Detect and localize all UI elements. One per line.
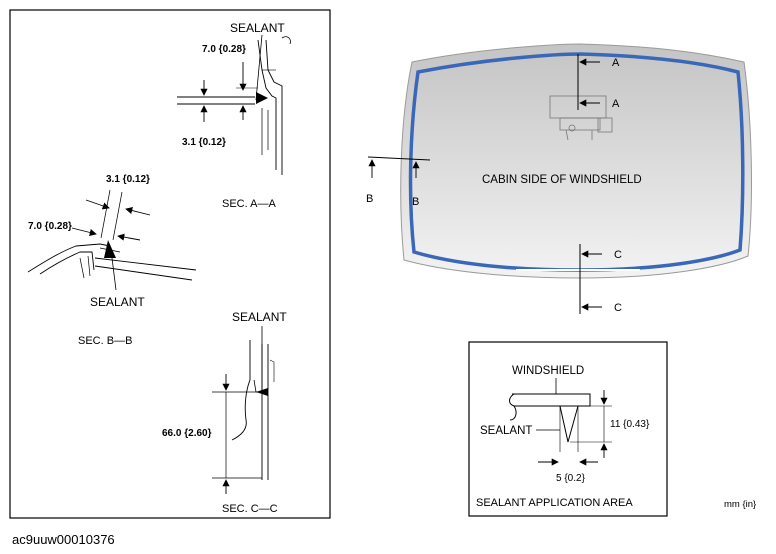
- application-area-title: SEALANT APPLICATION AREA: [476, 497, 633, 509]
- figure-id: ac9uuw00010376: [12, 532, 115, 547]
- windshield-label: WINDSHIELD: [512, 365, 584, 377]
- sec-aa-dim-top: 7.0 {0.28}: [202, 44, 246, 55]
- section-c-c: SEALANT 66.0 {2.60} SEC. C—C: [162, 310, 287, 515]
- sec-aa-sealant-label: SEALANT: [230, 21, 285, 35]
- sealant-application-area: WINDSHIELD SEALANT 11 {0.43} 5 {0.2} SEA…: [468, 341, 668, 517]
- sec-aa-title: SEC. A—A: [222, 198, 276, 210]
- windshield-view: A A B B CABIN SIDE OF WINDSHIELD C C: [366, 43, 752, 314]
- sec-aa-dim-bottom: 3.1 {0.12}: [182, 137, 226, 148]
- marker-c-top: C: [614, 249, 622, 261]
- section-b-b: 3.1 {0.12} 7.0 {0.28} SEALANT SEC. B—B: [27, 174, 197, 347]
- cabin-side-label: CABIN SIDE OF WINDSHIELD: [482, 174, 642, 186]
- section-views-panel: SEALANT 7.0 {0.28} 3.1 {0.12} SEC. A—A: [9, 9, 331, 519]
- marker-b-left: B: [366, 193, 373, 205]
- sealant-bead: [408, 52, 745, 272]
- sec-cc-title: SEC. C—C: [222, 503, 278, 515]
- windshield-glass: [400, 43, 752, 279]
- application-sealant-label: SEALANT: [480, 425, 532, 437]
- sec-bb-dim-top: 3.1 {0.12}: [106, 174, 150, 185]
- marker-b-right: B: [412, 196, 419, 208]
- section-panel-frame: [9, 9, 331, 519]
- sec-cc-dim: 66.0 {2.60}: [162, 428, 212, 439]
- units-label: mm {in}: [724, 499, 756, 510]
- sec-bb-sealant-label: SEALANT: [90, 295, 145, 309]
- section-a-a: SEALANT 7.0 {0.28} 3.1 {0.12} SEC. A—A: [177, 21, 291, 210]
- marker-a-top: A: [612, 57, 620, 69]
- marker-a-mid: A: [612, 98, 620, 110]
- sec-bb-dim-left: 7.0 {0.28}: [28, 221, 72, 232]
- marker-c-bottom: C: [614, 302, 622, 314]
- application-width-dim: 5 {0.2}: [556, 473, 586, 484]
- application-height-dim: 11 {0.43}: [610, 419, 650, 430]
- sec-bb-title: SEC. B—B: [78, 335, 132, 347]
- sec-cc-sealant-label: SEALANT: [232, 310, 287, 324]
